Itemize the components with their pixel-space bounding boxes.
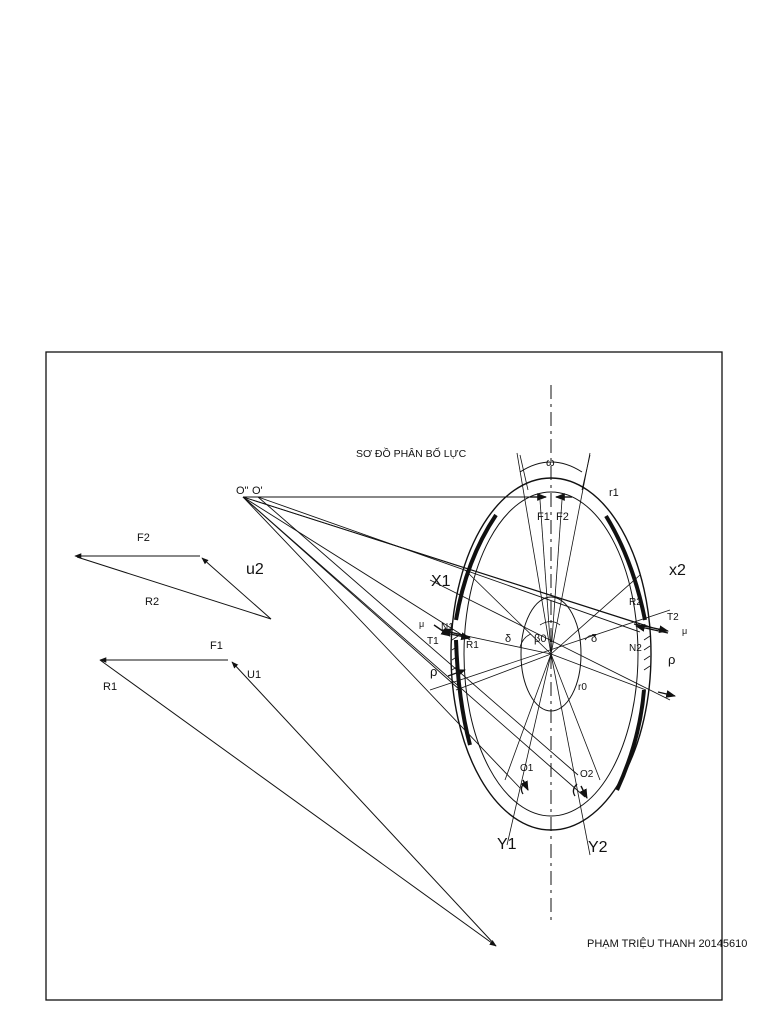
- label-f1-top: F1: [537, 511, 550, 523]
- label-x2: x2: [669, 562, 686, 579]
- shoe-force-arrows: [433, 493, 676, 799]
- label-n2: N2: [629, 643, 642, 654]
- label-mu-right: μ: [682, 626, 687, 636]
- force-triangle-2: [74, 553, 272, 620]
- label-n1: N1: [441, 622, 454, 633]
- brake-drum: [450, 477, 652, 831]
- brake-linings: [454, 513, 647, 791]
- label-r1-small: R1: [466, 640, 479, 651]
- label-rho-right: ρ: [668, 652, 675, 667]
- label-x1: X1: [431, 573, 451, 590]
- omega-arc: [519, 461, 583, 473]
- radial-lines: [429, 452, 671, 856]
- label-r1-rim: r1: [609, 487, 619, 499]
- force-triangle-1: [99, 657, 497, 947]
- label-y2: Y2: [588, 839, 608, 856]
- drawing-frame: [45, 351, 723, 1001]
- label-beta0: β0: [534, 633, 546, 645]
- label-f2-triangle: F2: [137, 532, 150, 544]
- label-u2: u2: [246, 561, 264, 578]
- omega-boundary-left: [519, 454, 529, 491]
- label-y1: Y1: [497, 836, 517, 853]
- author-label: PHẠM TRIỆU THANH 20145610: [587, 937, 747, 950]
- label-delta-left: δ: [505, 633, 511, 645]
- label-t2: T2: [667, 612, 679, 623]
- label-o1: O1: [520, 763, 534, 774]
- label-f2-top: F2: [556, 511, 569, 523]
- label-o-double-prime: O": [236, 485, 249, 497]
- shoe-pivots: [520, 781, 578, 797]
- label-omega: ω: [546, 457, 555, 469]
- label-f1-triangle: F1: [210, 640, 223, 652]
- label-delta-right: δ: [591, 633, 597, 645]
- label-r1-triangle: R1: [103, 681, 117, 693]
- pole-lines: [242, 496, 661, 798]
- label-r0: r0: [578, 682, 587, 693]
- label-o-prime: O': [252, 485, 263, 497]
- diagram-title: SƠ ĐỒ PHÂN BỐ LỰC: [356, 446, 467, 460]
- label-r2-small: R2: [629, 597, 642, 608]
- angle-arcs: [519, 621, 597, 648]
- label-r2-triangle: R2: [145, 596, 159, 608]
- label-u1: U1: [247, 669, 261, 681]
- label-rho-left: ρ: [430, 664, 437, 679]
- label-mu-left: μ: [419, 619, 424, 629]
- label-t1: T1: [427, 636, 439, 647]
- omega-boundary-right: [581, 454, 591, 491]
- label-o2: O2: [580, 769, 594, 780]
